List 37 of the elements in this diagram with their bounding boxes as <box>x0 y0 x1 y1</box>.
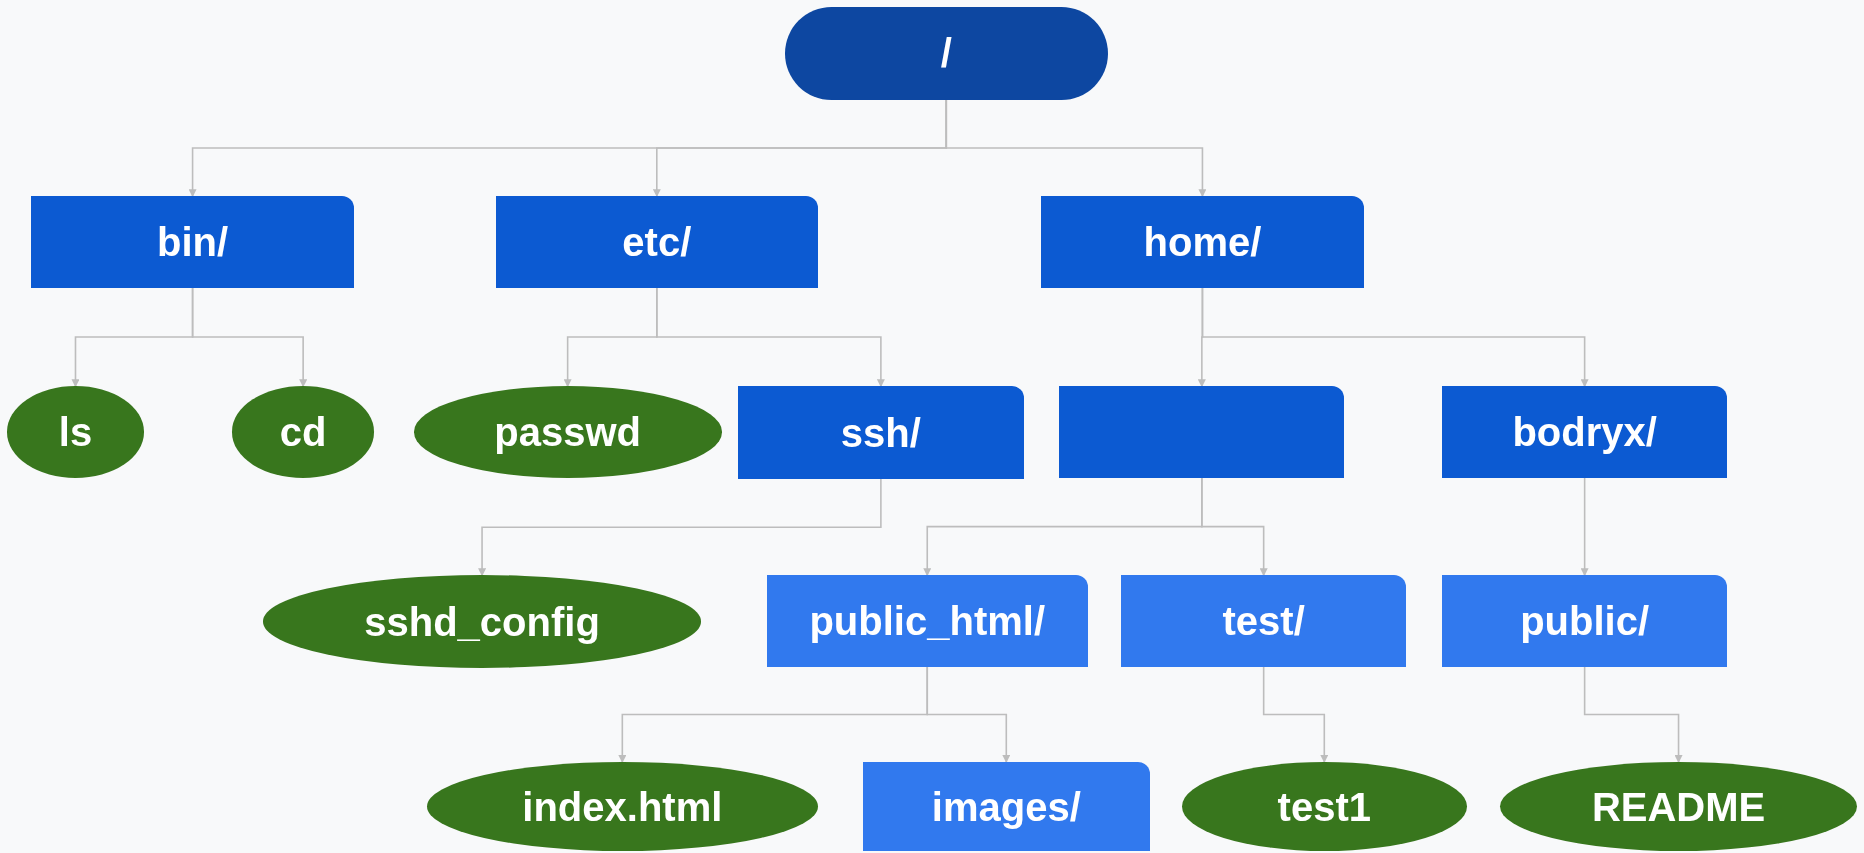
connector-arrow <box>1583 666 1683 763</box>
folder-box <box>1121 575 1407 667</box>
folder-box <box>863 762 1150 852</box>
connector-arrow <box>478 478 882 577</box>
folder-box <box>30 196 355 288</box>
folder-box <box>1442 575 1728 667</box>
node-label: bin/ <box>157 218 229 266</box>
node-label: passwd <box>494 409 641 457</box>
node-label: test/ <box>1222 598 1305 646</box>
connector-arrow <box>945 99 1207 198</box>
folder-box <box>495 196 818 288</box>
connector-arrow <box>1201 477 1268 577</box>
connector-arrow <box>1201 286 1589 388</box>
node-label: bodryx/ <box>1512 409 1657 457</box>
node-label: ls <box>58 409 93 457</box>
node-label: images/ <box>931 783 1081 831</box>
node-label: ssh/ <box>840 409 921 457</box>
node-label: test1 <box>1277 783 1371 831</box>
folder-box <box>738 386 1024 480</box>
node-label: etc/ <box>622 218 692 266</box>
connector-arrow <box>1580 477 1589 577</box>
folder-box <box>766 575 1088 667</box>
node-label: home/ <box>1143 218 1262 266</box>
node-label: public/ <box>1520 598 1650 646</box>
folder-box <box>1041 196 1364 288</box>
connector-arrow <box>926 666 1011 763</box>
connector-arrow <box>1262 666 1329 763</box>
node-label: sshd_config <box>364 598 600 646</box>
node-label: index.html <box>522 783 723 831</box>
connector-arrow <box>191 286 308 388</box>
node-label: README <box>1591 783 1766 831</box>
node-label: public_html/ <box>809 598 1045 646</box>
connector-arrow <box>656 286 885 388</box>
folder-box <box>1442 386 1728 478</box>
node-label: / <box>940 30 952 78</box>
node-label: cd <box>279 409 327 457</box>
folder-box <box>1059 386 1345 478</box>
